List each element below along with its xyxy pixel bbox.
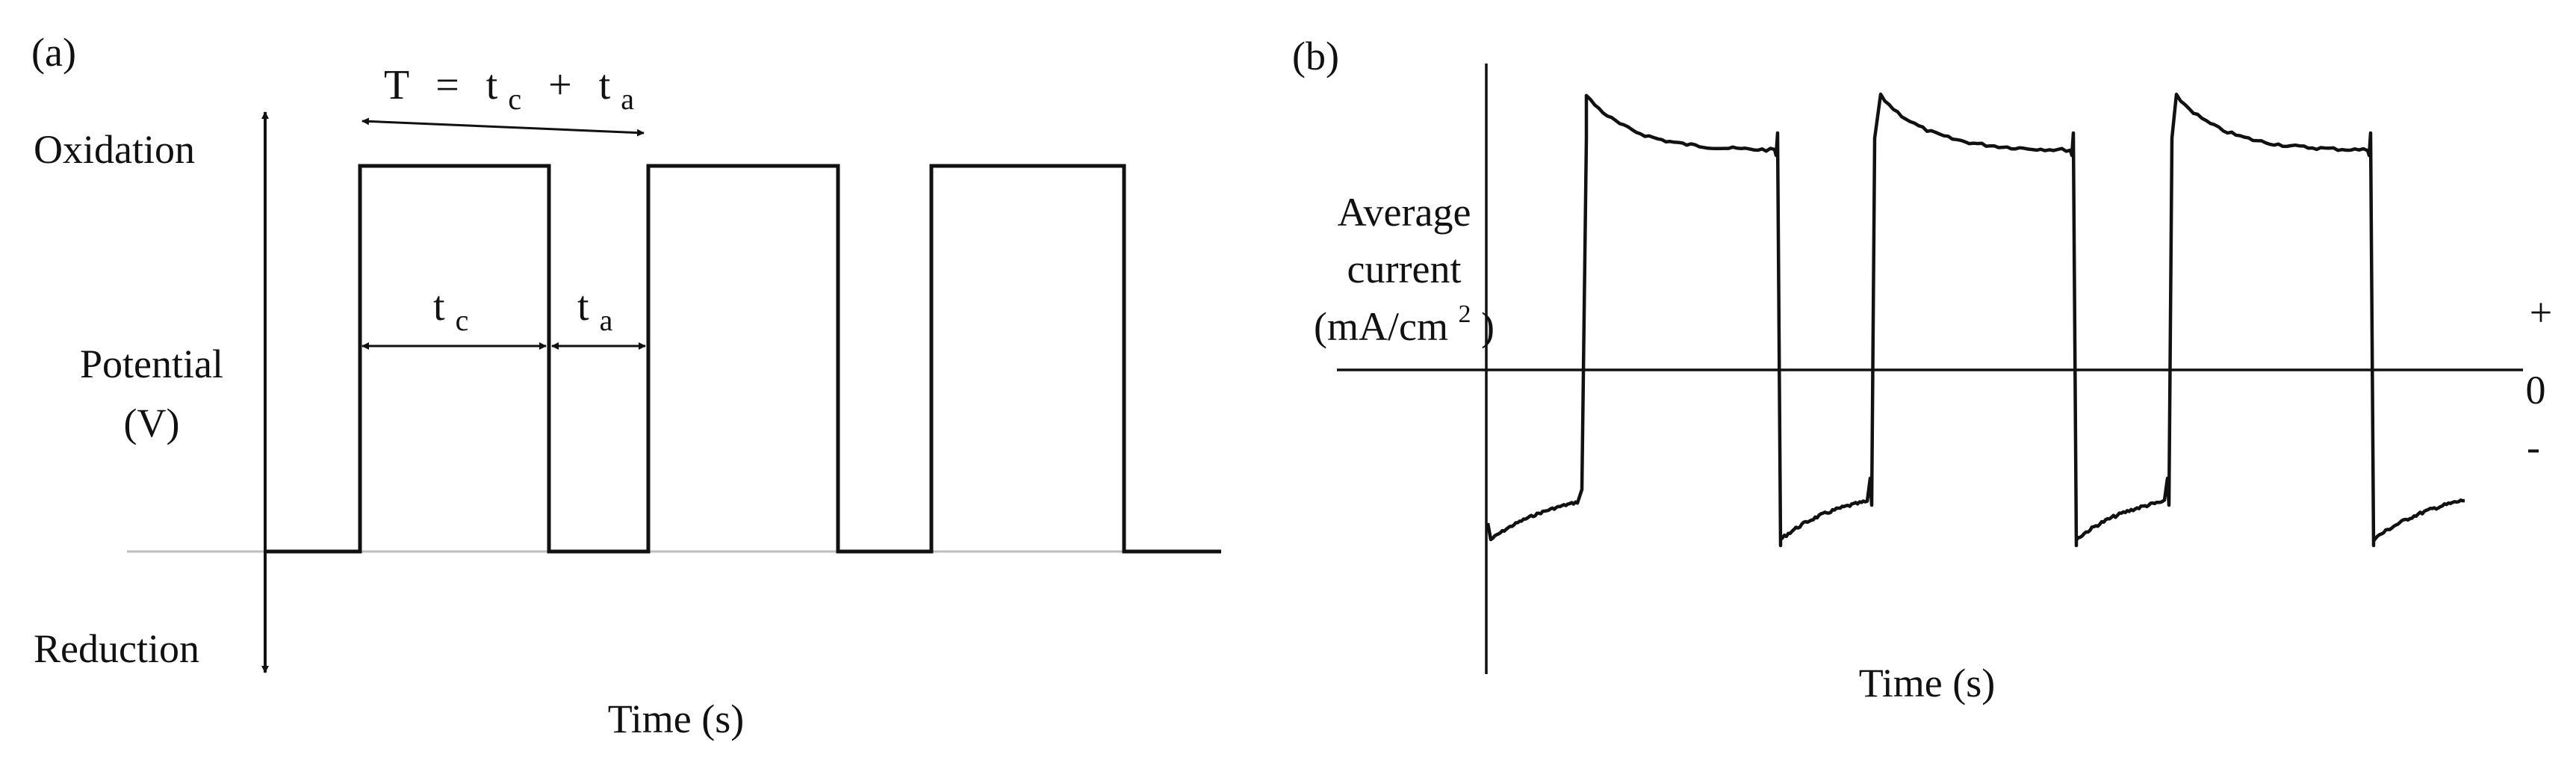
- period-label: T = t c + t a: [384, 62, 634, 119]
- panel-b-xlabel: Time (s): [1859, 661, 1996, 705]
- panel-b-label: (b): [1292, 34, 1339, 78]
- panel-a-label: (a): [31, 30, 76, 75]
- period-tc-t: t: [486, 62, 498, 108]
- tc-label: t c: [433, 283, 468, 337]
- potential-label: Potential: [80, 342, 223, 386]
- ta-t: t: [577, 283, 589, 330]
- current-unit-post: ): [1481, 304, 1495, 349]
- period-tc-sub: c: [508, 82, 521, 116]
- square-waveform: [265, 164, 1221, 554]
- current-unit-label: (mA/cm 2 ): [1314, 286, 1495, 349]
- period-plus: +: [548, 62, 572, 108]
- plus-sign: +: [2530, 290, 2552, 335]
- period-arrow: [361, 117, 645, 137]
- current-trace: [1486, 92, 2465, 548]
- current-unit-pre: (mA/cm: [1314, 304, 1448, 349]
- current-unit-sup: 2: [1458, 300, 1471, 328]
- zero-label: 0: [2526, 368, 2546, 413]
- current-label-line2: current: [1347, 247, 1462, 291]
- panel-b: (b) Average current (mA/cm 2 ) + 0 - Tim…: [1292, 34, 2552, 705]
- period-ta-sub: a: [621, 82, 634, 116]
- period-T: T: [384, 62, 409, 108]
- reduction-label: Reduction: [34, 626, 199, 671]
- period-ta-t: t: [599, 62, 611, 108]
- ta-sub: a: [600, 303, 613, 337]
- ta-label: t a: [577, 283, 613, 337]
- tc-sub: c: [456, 303, 469, 337]
- tc-t: t: [433, 283, 445, 330]
- current-label-line1: Average: [1338, 190, 1471, 235]
- panel-a: (a) Oxidation Reduction Potential (V) Ti…: [31, 30, 1221, 741]
- period-equals: =: [435, 62, 459, 108]
- oxidation-label: Oxidation: [34, 127, 195, 172]
- panel-a-xlabel: Time (s): [608, 696, 745, 741]
- minus-sign: -: [2527, 424, 2540, 469]
- potential-unit-label: (V): [124, 401, 180, 445]
